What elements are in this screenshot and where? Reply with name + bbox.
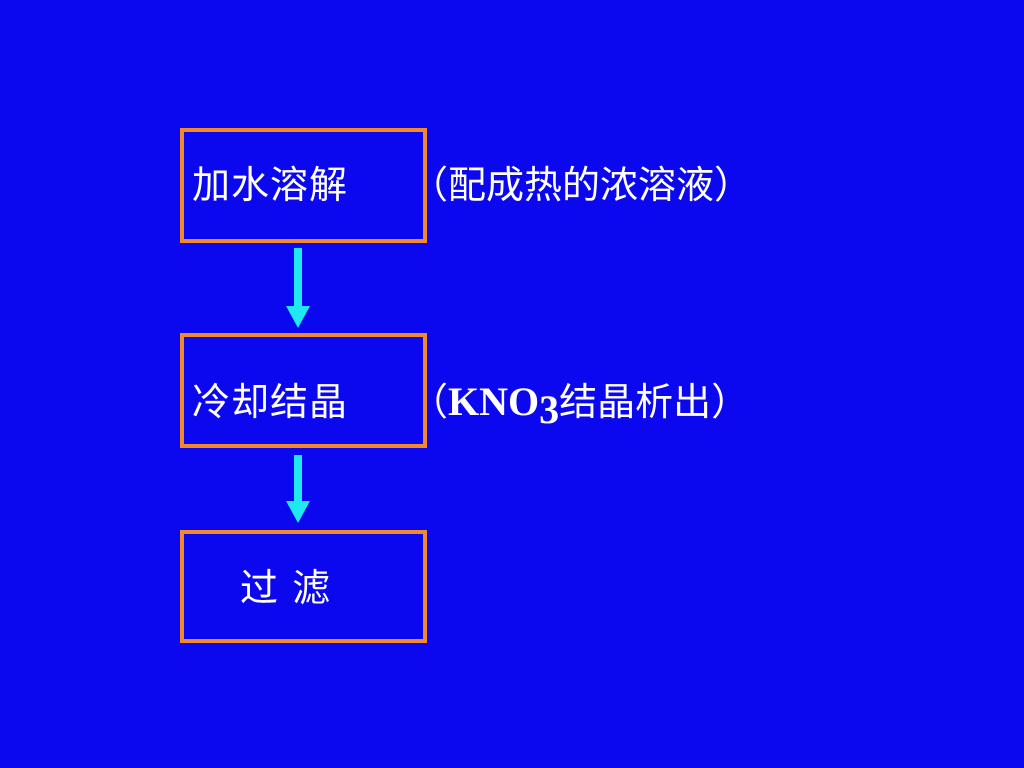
step-label-filter: 过 滤 [240, 566, 332, 610]
step-box-crystallize [180, 333, 427, 448]
step-box-dissolve [180, 128, 427, 243]
formula-subscript: 3 [539, 387, 560, 432]
note-open-paren: （ [410, 380, 449, 424]
arrow-head [286, 501, 310, 523]
step-box-filter [180, 530, 427, 643]
step-label-dissolve: 加水溶解 [192, 163, 349, 207]
arrow-down-icon [286, 455, 310, 523]
note-open-paren: （ [410, 163, 449, 207]
formula-kno: KNO [448, 379, 540, 424]
note-text: 配成热的浓溶液 [448, 163, 715, 207]
note-close-paren: ） [714, 163, 753, 207]
arrow-shaft [294, 455, 302, 505]
note-text: 结晶析出 [559, 380, 712, 424]
note-close-paren: ） [711, 380, 750, 424]
step-note-crystallize: （KNO3结晶析出） [410, 379, 750, 430]
arrow-down-icon [286, 248, 310, 328]
arrow-shaft [294, 248, 302, 310]
arrow-head [286, 306, 310, 328]
step-label-crystallize: 冷却结晶 [192, 380, 349, 424]
step-note-dissolve: （配成热的浓溶液） [410, 163, 752, 207]
